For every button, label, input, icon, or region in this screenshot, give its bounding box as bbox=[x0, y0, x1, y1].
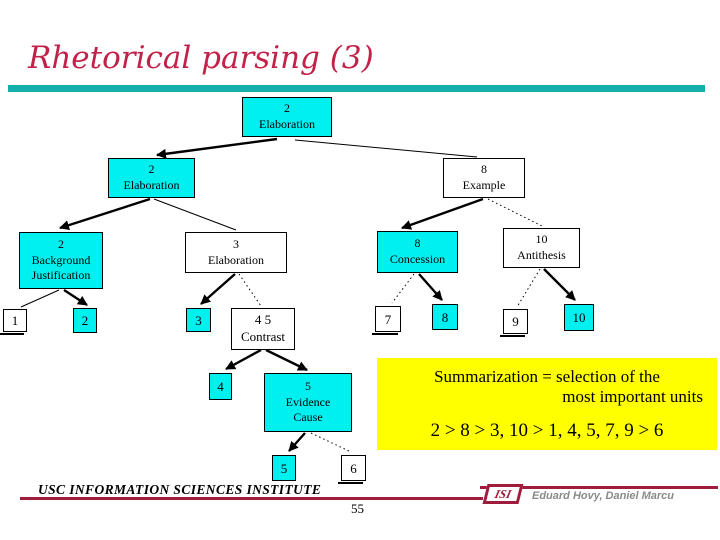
edge-antithesis10-to-leaf9 bbox=[516, 268, 541, 308]
leaf-number: 2 bbox=[81, 313, 89, 328]
node-relation: Elaboration bbox=[123, 178, 180, 192]
node-relation: Elaboration bbox=[208, 252, 264, 267]
edge-root-to-elab2 bbox=[156, 137, 278, 159]
node-relation: Example bbox=[462, 178, 506, 192]
edge-elab2-to-background2 bbox=[59, 197, 151, 230]
tree-leaf-10: 10 bbox=[564, 304, 594, 331]
edge-background2-to-leaf1 bbox=[20, 289, 60, 308]
tree-leaf-7: 7 bbox=[372, 306, 401, 335]
node-number: 2 bbox=[148, 162, 155, 177]
tree-leaf-8: 8 bbox=[432, 304, 458, 330]
leaf-number: 6 bbox=[350, 460, 357, 476]
node-number: 8 bbox=[481, 162, 487, 177]
edge-elaboration3-to-leaf3 bbox=[200, 273, 236, 305]
footer-credits: Eduard Hovy, Daniel Marcu bbox=[532, 490, 675, 502]
edge-concession8-to-leaf7 bbox=[391, 273, 415, 304]
tree-leaf-9: 9 bbox=[500, 309, 528, 337]
summary-ranking: 2 > 8 > 3, 10 > 1, 4, 5, 7, 9 > 6 bbox=[430, 420, 664, 441]
footer-institute: USC INFORMATION SCIENCES INSTITUTE bbox=[38, 482, 322, 497]
summary-callout: Summarization = selection of the most im… bbox=[377, 358, 717, 450]
page-title: Rhetorical parsing (3) bbox=[28, 40, 374, 76]
leaf-number: 10 bbox=[572, 310, 586, 325]
leaf-number: 8 bbox=[441, 309, 449, 325]
tree-leaf-4: 4 bbox=[209, 373, 232, 400]
node-number: 4 5 bbox=[254, 312, 272, 328]
edge-example8-to-concession8 bbox=[401, 197, 484, 230]
tree-leaf-1: 1 bbox=[0, 309, 27, 335]
node-number: 5 bbox=[305, 379, 311, 394]
tree-node-8-concession: 8 Concession bbox=[377, 231, 458, 273]
tree-node-2-elaboration: 2 Elaboration bbox=[108, 158, 195, 198]
tree-leaf-3: 3 bbox=[186, 308, 211, 332]
leaf-number: 3 bbox=[195, 312, 202, 328]
isi-logo: ISI bbox=[482, 484, 524, 504]
node-number: 10 bbox=[535, 232, 548, 247]
node-number: 2 bbox=[284, 101, 290, 116]
edge-example8-to-antithesis10 bbox=[487, 198, 543, 227]
node-relation: Background bbox=[31, 252, 91, 267]
leaf-number: 7 bbox=[384, 311, 392, 327]
node-relation: Concession bbox=[389, 252, 446, 266]
edge-evidence5-to-leaf5 bbox=[288, 432, 306, 452]
footer-rule-left bbox=[20, 497, 483, 500]
tree-node-3-elaboration: 3 Elaboration bbox=[185, 232, 287, 273]
node-number: 2 bbox=[58, 237, 64, 252]
node-relation: Cause bbox=[293, 410, 323, 425]
edge-elaboration3-to-contrast45 bbox=[238, 273, 262, 307]
node-relation: Justification bbox=[31, 268, 91, 283]
tree-node-root-2-elaboration: 2 Elaboration bbox=[242, 97, 332, 137]
tree-leaf-5: 5 bbox=[272, 455, 296, 481]
summary-text-line2: most important units bbox=[562, 387, 703, 406]
tree-node-10-antithesis: 10 Antithesis bbox=[503, 228, 580, 268]
tree-node-2-background-justification: 2 Background Justification bbox=[19, 232, 103, 289]
edge-evidence5-to-leaf6 bbox=[310, 432, 352, 453]
edge-contrast45-to-leaf4 bbox=[225, 348, 262, 371]
edge-contrast45-to-evidence5 bbox=[265, 348, 308, 372]
leaf-number: 9 bbox=[512, 314, 519, 329]
node-number: 3 bbox=[233, 236, 239, 251]
edge-background2-to-leaf2 bbox=[63, 288, 88, 307]
edge-concession8-to-leaf8 bbox=[418, 273, 443, 301]
leaf-number: 4 bbox=[217, 379, 224, 394]
node-number: 8 bbox=[414, 236, 421, 251]
tree-node-8-example: 8 Example bbox=[443, 158, 525, 198]
summary-text-line1: Summarization = selection of the bbox=[434, 367, 660, 386]
edge-antithesis10-to-leaf10 bbox=[543, 268, 576, 301]
edge-elab2-to-elaboration3 bbox=[153, 198, 237, 231]
page-number: 55 bbox=[351, 501, 364, 516]
leaf-number: 5 bbox=[280, 460, 288, 476]
footer-rule-right bbox=[480, 486, 718, 489]
node-relation: Elaboration bbox=[259, 117, 315, 131]
node-relation: Evidence bbox=[285, 394, 331, 409]
leaf-number: 1 bbox=[11, 313, 19, 328]
tree-leaf-2: 2 bbox=[73, 308, 97, 333]
tree-leaf-6: 6 bbox=[338, 455, 366, 484]
tree-node-45-contrast: 4 5 Contrast bbox=[231, 308, 295, 350]
node-relation: Contrast bbox=[240, 329, 286, 344]
tree-node-5-evidence-cause: 5 Evidence Cause bbox=[264, 373, 352, 432]
title-underline-bar bbox=[8, 85, 705, 92]
edge-root-to-example8 bbox=[294, 139, 478, 158]
node-relation: Antithesis bbox=[517, 248, 566, 262]
